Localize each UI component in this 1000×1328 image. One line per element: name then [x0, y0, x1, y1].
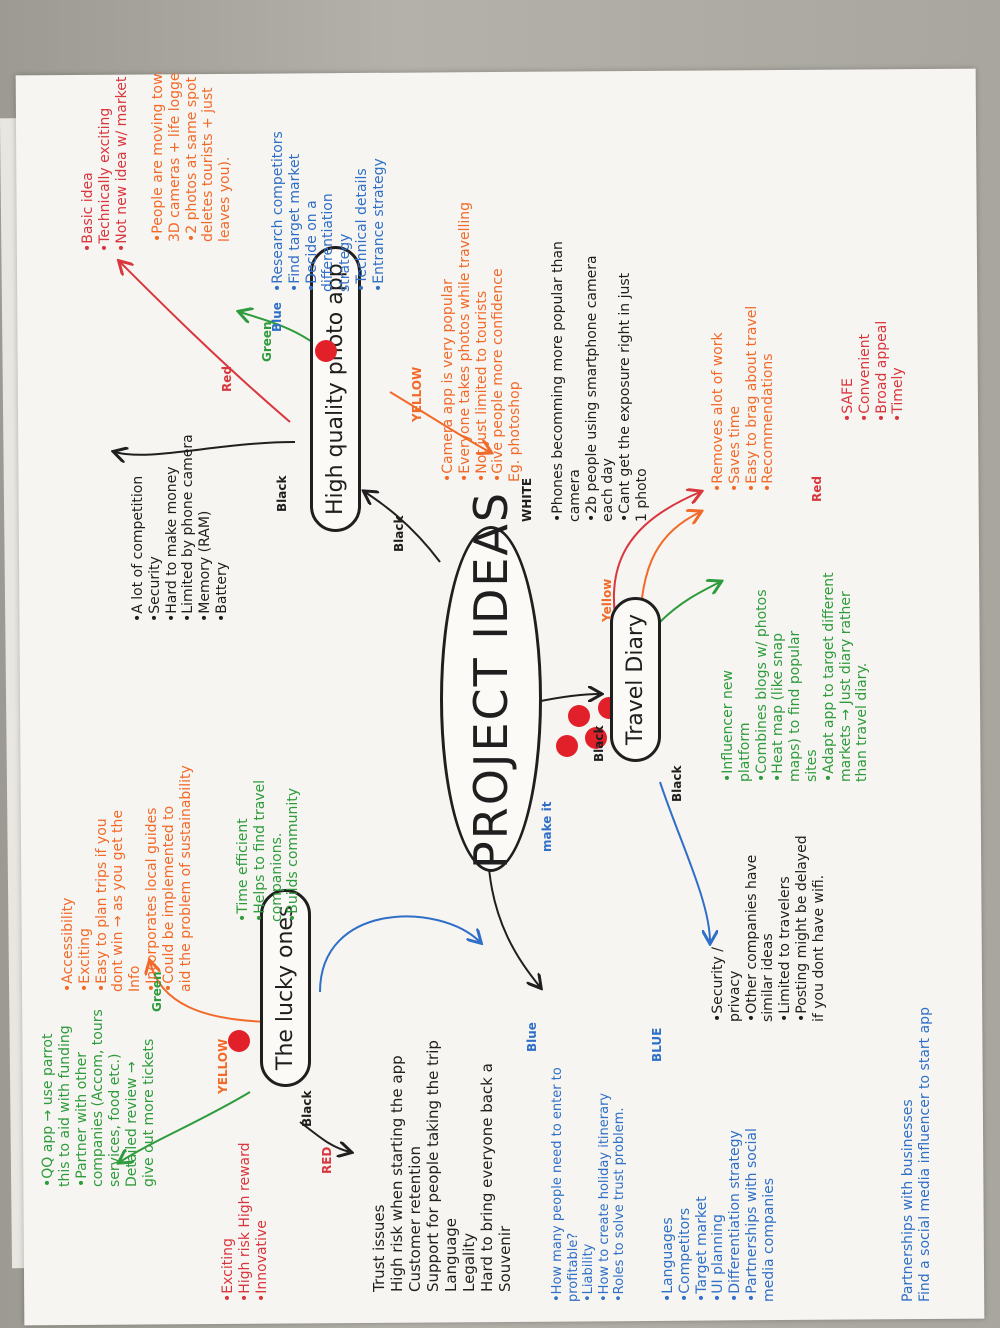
travel-diary-red-feelings: •SAFE•Convenient•Broad appeal•Timely — [840, 320, 907, 422]
black-hat-label: Black — [300, 1090, 314, 1127]
mind-map-board: PROJECT IDEAS Black Black The lucky ones… — [20, 72, 980, 1322]
yellow-hat-label: YELLOW — [216, 1038, 230, 1094]
photo-app-black-risks: •A lot of competition•Security•Hard to m… — [130, 434, 230, 622]
red-hat-label: Red — [220, 366, 234, 392]
red-dot-sticker — [315, 340, 337, 362]
connector-center-to-lucky — [487, 851, 540, 987]
black-hat-label: Black — [592, 725, 606, 762]
red-hat-label: Red — [810, 476, 824, 502]
lucky-ones-red-notes: •Exciting•High risk High reward•Innovati… — [220, 1142, 270, 1303]
make-it-arrow-label: make it — [540, 801, 554, 852]
travel-diary-orange-benefits: •Removes alot of work•Saves time•Easy to… — [710, 305, 777, 492]
red-hat-label: RED — [320, 1146, 334, 1174]
blue-hat-label: BLUE — [650, 1027, 664, 1062]
black-hat-label: Black — [275, 475, 289, 512]
blue-hat-label: Blue — [270, 302, 284, 332]
connector-travel-to-green — [659, 582, 720, 623]
yellow-hat-label: YELLOW — [410, 366, 424, 422]
red-dot-sticker — [556, 735, 578, 757]
photo-app-blue-process: •Research competitors•Find target market… — [270, 131, 387, 292]
connector-lucky-to-black — [299, 1121, 350, 1152]
blue-hat-label: Blue — [525, 1022, 539, 1052]
node-travel-diary: Travel Diary — [610, 597, 662, 762]
travel-diary-blue-planning: •Languages•Competitors•Target market•UI … — [660, 1128, 777, 1302]
mind-map-connectors — [20, 72, 980, 1322]
lucky-ones-orange-notes: •Accessibility•Exciting•Easy to plan tri… — [60, 765, 194, 992]
connector-travel-to-blue — [659, 781, 710, 942]
central-title-oval: PROJECT IDEAS — [440, 491, 542, 872]
black-hat-label: Black — [392, 515, 406, 552]
photo-app-red-feelings: •Basic idea•Technically exciting•Not new… — [80, 72, 130, 252]
connector-lucky-to-green — [120, 1091, 251, 1162]
connector-lucky-to-blue — [319, 915, 480, 993]
connector-photo-to-black — [115, 441, 296, 455]
mind-map-rotated-canvas: PROJECT IDEAS Black Black The lucky ones… — [20, 72, 980, 1322]
photo-app-yellow-benefits: •Camera app is very popular•Everyone tak… — [440, 201, 524, 482]
connector-lucky-to-orange — [150, 962, 281, 1023]
connector-center-to-photo — [365, 492, 441, 563]
red-dot-sticker — [228, 1030, 250, 1052]
black-hat-label: Black — [670, 765, 684, 802]
connector-photo-to-red — [120, 262, 291, 423]
connector-center-to-travel — [535, 694, 600, 703]
white-hat-label: WHITE — [520, 477, 534, 522]
node-high-quality-photo-app-label: High quality photo app — [323, 263, 348, 515]
yellow-hat-label: Yellow — [600, 578, 614, 622]
red-dot-sticker — [568, 705, 590, 727]
connector-photo-to-yellow — [389, 391, 490, 452]
